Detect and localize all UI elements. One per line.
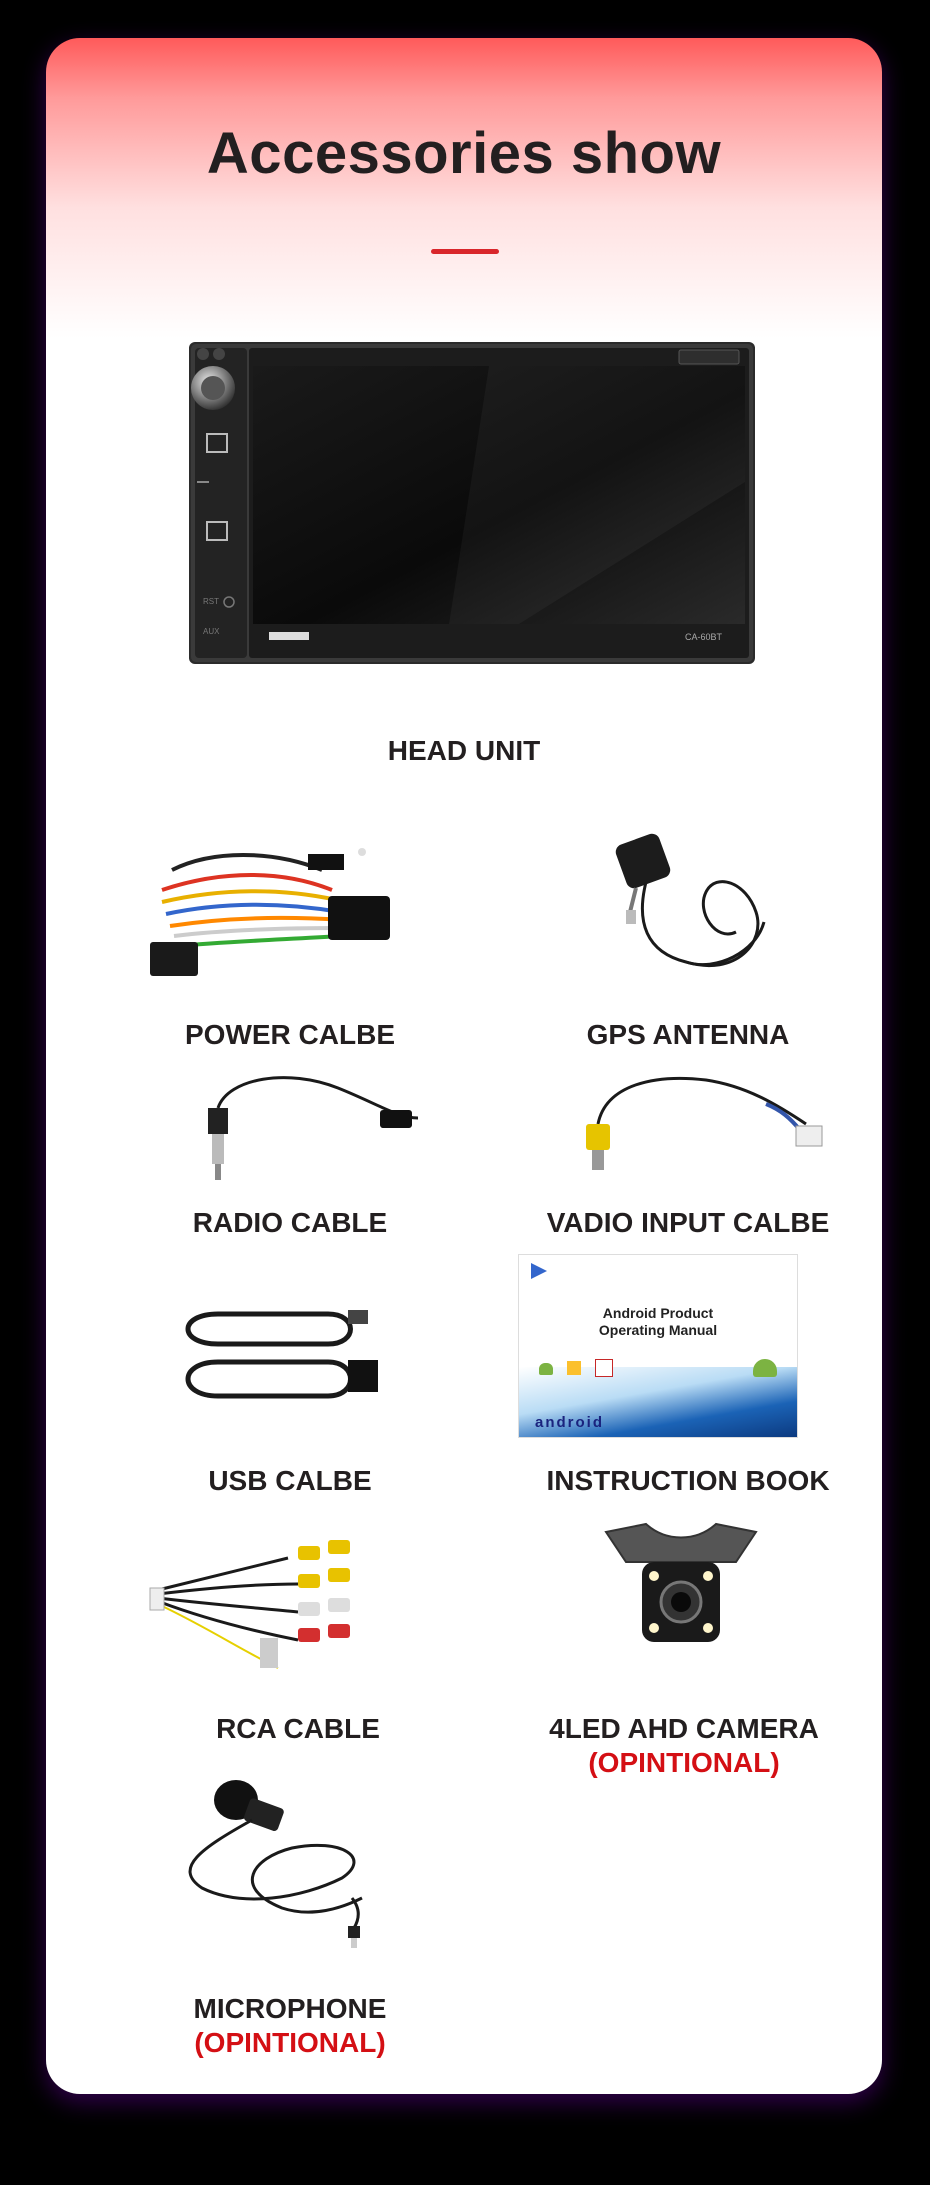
model-text: CA-60BT bbox=[685, 632, 723, 642]
aux-text: AUX bbox=[203, 627, 220, 636]
accessories-card: Accessories show bbox=[46, 38, 882, 2094]
item-label: 4LED AHD CAMERA bbox=[549, 1713, 819, 1744]
item-label: USB CALBE bbox=[208, 1465, 372, 1496]
item-label: RCA CABLE bbox=[216, 1713, 380, 1744]
microphone-image bbox=[142, 1758, 392, 1948]
calendar-icon bbox=[595, 1359, 613, 1377]
android-brand-text: android bbox=[535, 1414, 604, 1431]
manual-cover: Android Product Operating Manual android bbox=[518, 1254, 798, 1438]
android-robot-icon bbox=[753, 1359, 777, 1377]
page-title: Accessories show bbox=[206, 121, 722, 186]
manual-title-line2: Operating Manual bbox=[598, 1322, 718, 1338]
radio-cable-image bbox=[188, 1068, 428, 1184]
video-input-cable-image bbox=[576, 1064, 836, 1184]
optional-note: (OPINTIONAL) bbox=[588, 1747, 780, 1778]
power-cable-image bbox=[132, 830, 412, 980]
app-icon bbox=[567, 1361, 581, 1375]
item-label: GPS ANTENNA bbox=[586, 1019, 790, 1050]
item-label: POWER CALBE bbox=[185, 1019, 395, 1050]
usb-cable-image bbox=[158, 1300, 398, 1410]
rst-text: RST bbox=[203, 597, 219, 606]
title-underline bbox=[431, 249, 499, 254]
optional-note: (OPINTIONAL) bbox=[194, 2027, 386, 2058]
instruction-book-image: Android Product Operating Manual android bbox=[518, 1254, 798, 1438]
manual-title-line1: Android Product bbox=[602, 1305, 714, 1321]
microphone-label-group: MICROPHONE (OPINTIONAL) bbox=[100, 1992, 480, 2060]
camera-image bbox=[586, 1512, 776, 1662]
rca-cable-image bbox=[148, 1528, 428, 1688]
item-label: RADIO CABLE bbox=[192, 1207, 388, 1238]
item-label: INSTRUCTION BOOK bbox=[546, 1465, 830, 1496]
head-unit-label: HEAD UNIT bbox=[387, 735, 541, 766]
gps-antenna-image bbox=[606, 832, 776, 982]
head-unit-image: CA-60BT RST AUX bbox=[189, 342, 755, 664]
item-label: MICROPHONE bbox=[193, 1993, 387, 2024]
brand-logo-icon bbox=[531, 1263, 547, 1279]
camera-label-group: 4LED AHD CAMERA (OPINTIONAL) bbox=[494, 1712, 874, 1780]
item-label: VADIO INPUT CALBE bbox=[546, 1207, 830, 1238]
android-icon bbox=[539, 1363, 553, 1375]
